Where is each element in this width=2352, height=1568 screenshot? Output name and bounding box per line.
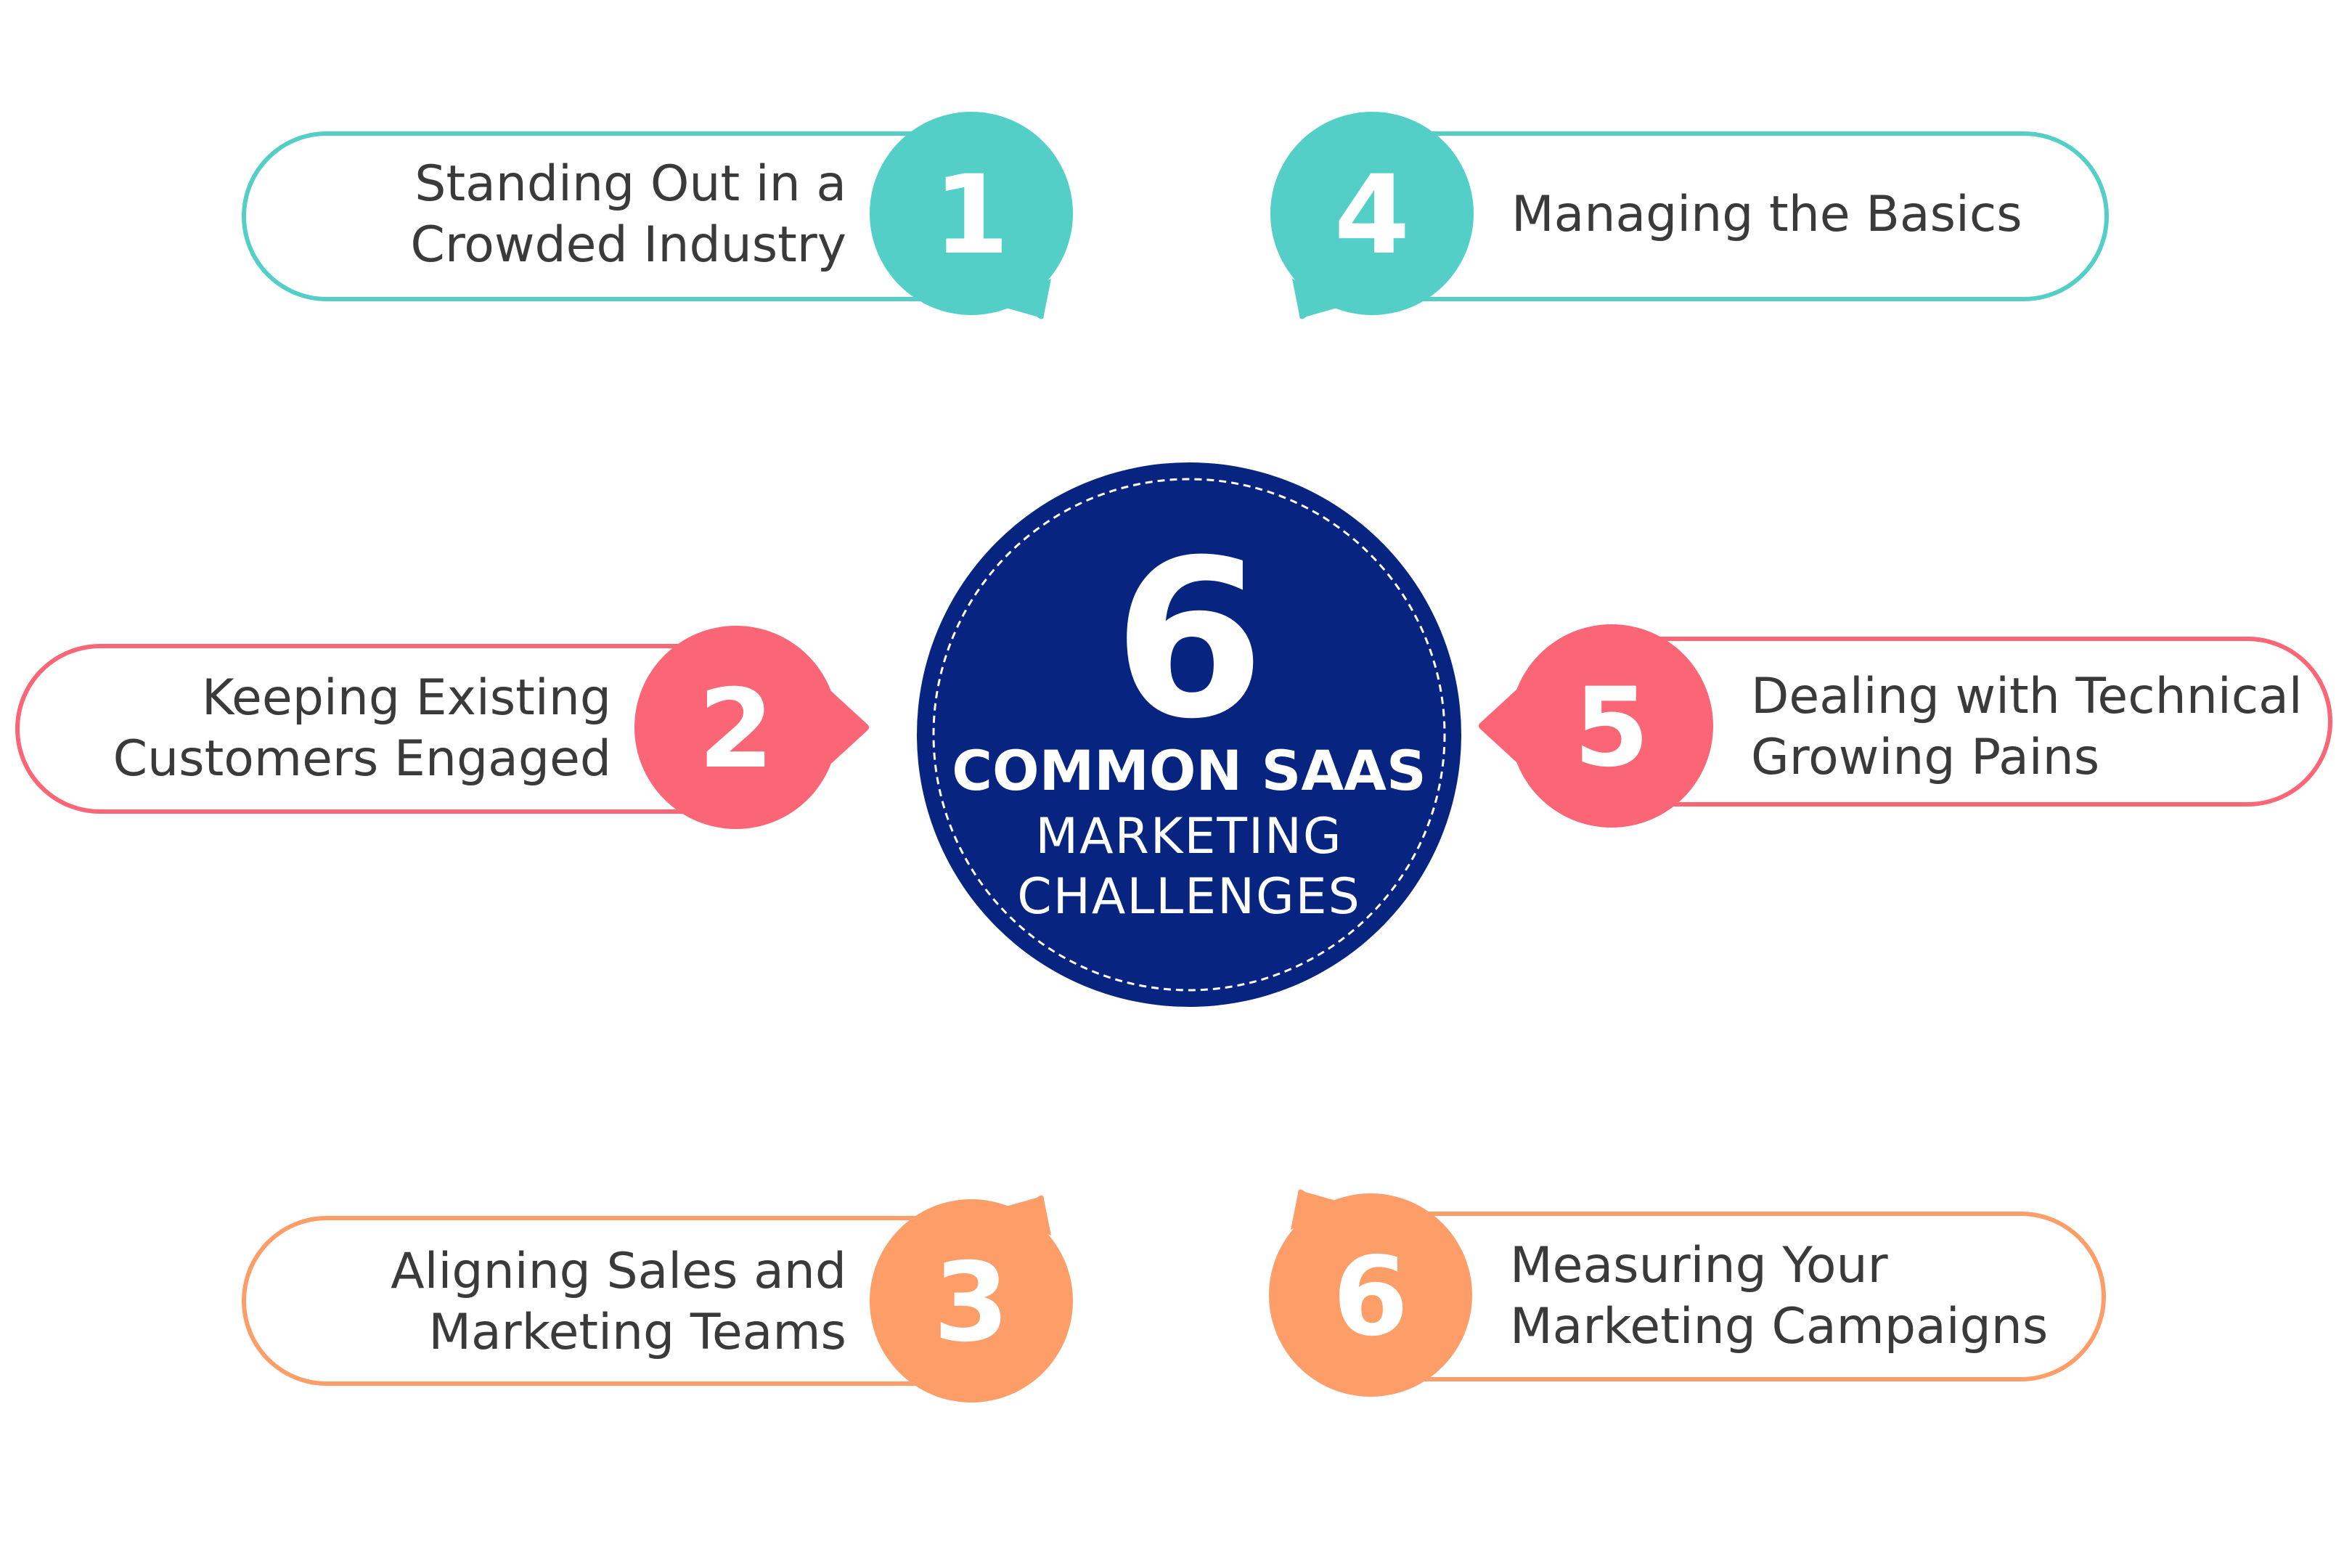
challenge-text-5-line1: Dealing with Technical xyxy=(1751,668,2303,725)
challenge-item-4: 4 Managing the Basics xyxy=(1270,112,2109,319)
challenge-item-6: 6 Measuring Your Marketing Campaigns xyxy=(1269,1189,2106,1397)
center-title-line3: CHALLENGES xyxy=(1017,868,1361,926)
challenge-text-3-line1: Aligning Sales and xyxy=(391,1243,846,1300)
challenge-text-4-line1: Managing the Basics xyxy=(1511,186,2022,243)
center-number: 6 xyxy=(1114,513,1265,767)
challenge-text-2-line2: Customers Engaged xyxy=(113,730,611,788)
challenge-text-2-line1: Keeping Existing xyxy=(202,669,611,727)
number-label-6: 6 xyxy=(1333,1234,1408,1360)
challenge-item-2: 2 Keeping Existing Customers Engaged xyxy=(15,626,869,829)
challenge-item-1: 1 Standing Out in a Crowded Industry xyxy=(242,112,1073,319)
number-bubble-3 xyxy=(870,1199,1073,1402)
number-label-1: 1 xyxy=(934,152,1009,279)
challenge-text-3-line2: Marketing Teams xyxy=(428,1304,846,1361)
number-label-2: 2 xyxy=(698,666,774,793)
number-bubble-2 xyxy=(634,626,838,829)
center-dashed-ring xyxy=(932,478,1446,992)
number-label-3: 3 xyxy=(934,1240,1009,1366)
number-label-5: 5 xyxy=(1574,665,1649,791)
center-title-line1: COMMON SAAS xyxy=(952,738,1426,803)
challenge-text-1-line2: Crowded Industry xyxy=(410,216,846,274)
number-bubble-1 xyxy=(870,112,1073,315)
number-bubble-5 xyxy=(1510,624,1713,828)
number-label-4: 4 xyxy=(1334,152,1410,279)
center-hub: 6 COMMON SAAS MARKETING CHALLENGES xyxy=(917,462,1461,1007)
challenge-item-5: 5 Dealing with Technical Growing Pains xyxy=(1479,624,2332,828)
number-bubble-4 xyxy=(1270,112,1474,315)
challenge-text-6-line1: Measuring Your xyxy=(1510,1237,1888,1294)
challenge-text-5-line2: Growing Pains xyxy=(1751,729,2099,786)
challenge-item-3: 3 Aligning Sales and Marketing Teams xyxy=(242,1195,1073,1402)
number-bubble-6 xyxy=(1269,1193,1472,1397)
challenge-text-6-line2: Marketing Campaigns xyxy=(1510,1298,2048,1355)
center-title-line2: MARKETING xyxy=(1035,808,1342,865)
center-circle xyxy=(917,462,1461,1007)
challenge-text-1-line1: Standing Out in a xyxy=(415,155,846,213)
